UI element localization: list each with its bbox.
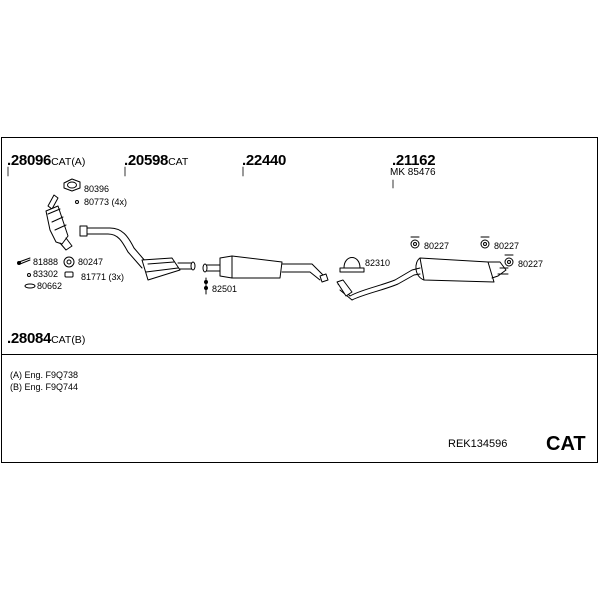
part-22440[interactable]: .22440 <box>242 153 286 169</box>
engine-note-a: (A) Eng. F9Q738 <box>10 370 79 380</box>
diagram-frame <box>1 137 598 463</box>
bracket-icon[interactable] <box>204 277 208 295</box>
label-80773: 80773 (4x) <box>84 197 128 207</box>
ring-gasket-icon[interactable] <box>24 283 36 289</box>
label-80396: 80396 <box>84 184 110 194</box>
washer-icon[interactable] <box>27 273 31 277</box>
bolt-icon[interactable] <box>17 257 31 265</box>
label-80227-tail: 80227 <box>518 259 544 269</box>
label-82501: 82501 <box>212 284 238 294</box>
part-number: .28084 <box>7 330 52 347</box>
label-83302: 83302 <box>33 269 59 279</box>
rear-silencer-icon[interactable] <box>336 257 509 301</box>
front-pipe-icon[interactable] <box>79 225 196 281</box>
rubber-hanger-icon[interactable] <box>410 236 420 249</box>
centre-silencer-icon[interactable] <box>202 255 329 283</box>
label-81888: 81888 <box>33 257 59 267</box>
section-divider <box>1 354 598 355</box>
part-28084[interactable]: .28084CAT(B) <box>7 331 85 347</box>
label-80227-right: 80227 <box>494 241 520 251</box>
part-21162[interactable]: .21162 <box>392 152 436 169</box>
catalytic-converter-icon[interactable] <box>45 194 73 251</box>
mounting-kit-label: MK 85476 <box>390 167 436 178</box>
part-20598[interactable]: .20598CAT <box>124 153 188 169</box>
nut-icon[interactable] <box>75 200 79 204</box>
part-number: .20598 <box>124 152 169 169</box>
part-suffix: CAT(A) <box>51 156 86 168</box>
part-number: .21162 <box>392 152 436 169</box>
rubber-hanger-icon[interactable] <box>480 236 490 249</box>
part-suffix: CAT(B) <box>51 334 86 346</box>
gasket-icon[interactable] <box>63 178 81 192</box>
label-80662: 80662 <box>37 281 63 291</box>
rubber-hanger-icon[interactable] <box>504 254 514 267</box>
label-80227-left: 80227 <box>424 241 450 251</box>
part-number: .22440 <box>242 152 287 169</box>
part-suffix: CAT <box>168 156 189 168</box>
label-81771: 81771 (3x) <box>81 272 125 282</box>
part-number: .28096 <box>7 152 52 169</box>
cat-badge: CAT <box>546 433 586 455</box>
leader-marks <box>7 166 394 189</box>
engine-note-b: (B) Eng. F9Q744 <box>10 382 79 392</box>
label-80247: 80247 <box>78 257 104 267</box>
clamp-ring-icon[interactable] <box>63 256 75 268</box>
kit-reference: REK134596 <box>448 438 508 450</box>
label-82310: 82310 <box>365 258 391 268</box>
spring-nut-icon[interactable] <box>64 271 74 278</box>
exhaust-clamp-icon[interactable] <box>339 257 365 273</box>
part-28096[interactable]: .28096CAT(A) <box>7 153 85 169</box>
